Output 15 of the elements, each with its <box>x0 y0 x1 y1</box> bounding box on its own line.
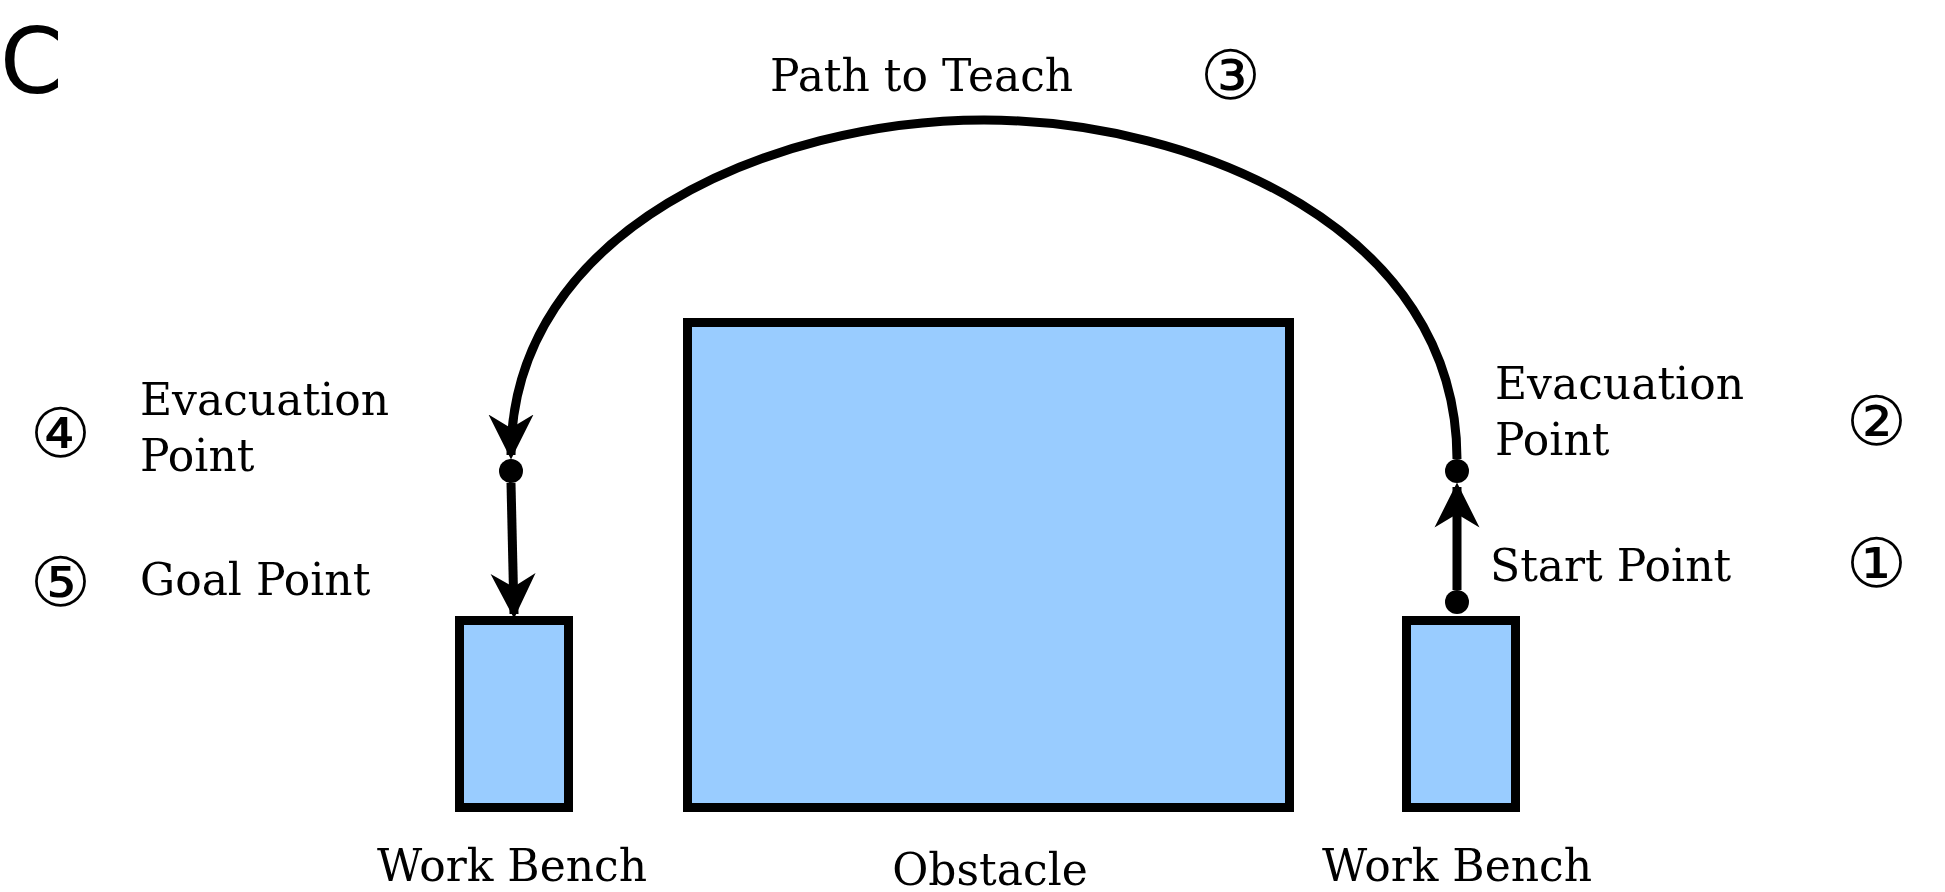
caption-text: Obstacle <box>892 843 1088 892</box>
caption-text: Work Bench <box>376 839 648 892</box>
step-number: ④ <box>30 396 91 472</box>
step-number: ③ <box>1200 38 1261 114</box>
step-number: ⑤ <box>30 545 91 621</box>
step-number: ② <box>1846 384 1907 460</box>
arrow <box>1434 482 1480 590</box>
point-label: Goal Point <box>140 553 371 607</box>
point-label: Start Point <box>1490 539 1732 593</box>
point-label: Evacuation Point <box>1495 357 1745 467</box>
point-label: Evacuation Point <box>140 373 390 483</box>
step-number: ① <box>1846 526 1907 602</box>
panel-letter: C <box>0 8 63 116</box>
caption-text: Work Bench <box>1321 839 1593 892</box>
edge-label: Path to Teach <box>770 49 1074 103</box>
